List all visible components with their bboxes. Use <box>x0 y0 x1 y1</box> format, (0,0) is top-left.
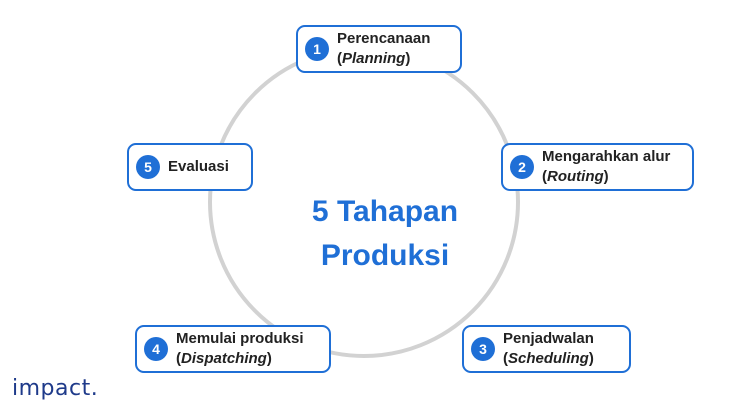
step-number-badge: 3 <box>471 337 495 361</box>
step-5-box: 5 Evaluasi <box>127 143 253 191</box>
step-4-box: 4 Memulai produksi (Dispatching) <box>135 325 331 373</box>
title-line-1: 5 Tahapan <box>311 195 459 228</box>
step-label: Perencanaan <box>337 30 431 47</box>
step-sublabel: Planning <box>342 50 406 67</box>
step-number-badge: 4 <box>144 337 168 361</box>
diagram-title: 5 Tahapan Produksi <box>255 190 515 278</box>
step-1-box: 1 Perencanaan (Planning) <box>296 25 462 73</box>
step-sublabel: Scheduling <box>508 350 589 367</box>
step-label: Penjadwalan <box>503 330 594 347</box>
title-line-2: Produksi <box>320 239 450 272</box>
step-number-badge: 1 <box>305 37 329 61</box>
step-sublabel: Dispatching <box>181 350 267 367</box>
step-2-box: 2 Mengarahkan alur (Routing) <box>501 143 694 191</box>
step-sublabel: Routing <box>547 168 604 185</box>
step-number-badge: 5 <box>136 155 160 179</box>
step-number-badge: 2 <box>510 155 534 179</box>
step-label: Evaluasi <box>168 158 229 175</box>
impact-logo: impact. <box>12 376 99 401</box>
step-label: Mengarahkan alur <box>542 148 671 165</box>
step-3-box: 3 Penjadwalan (Scheduling) <box>462 325 631 373</box>
step-label: Memulai produksi <box>176 330 304 347</box>
